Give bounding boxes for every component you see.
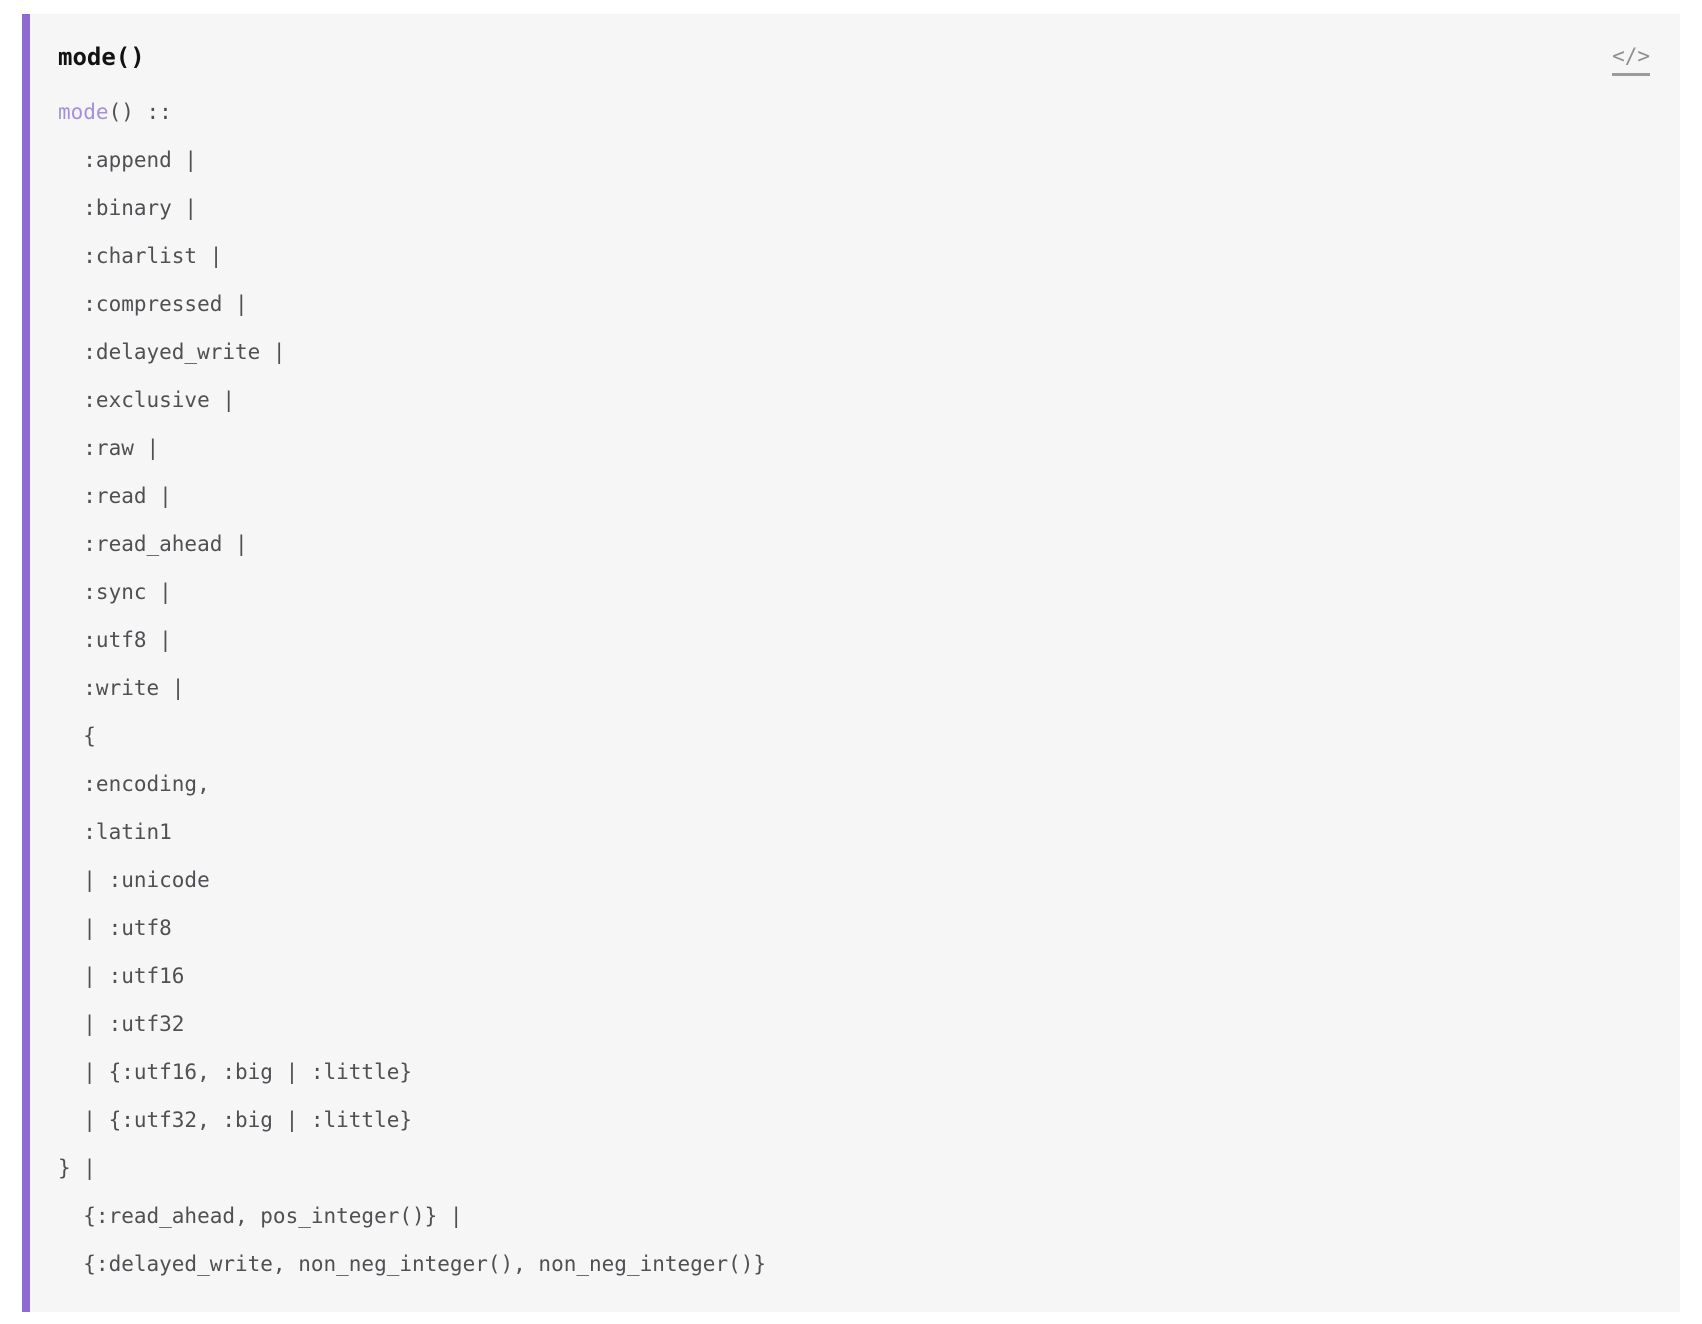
code-line: :compressed | [83,292,248,316]
code-line: :read_ahead | [83,532,248,556]
first-line-rest: () :: [108,100,172,124]
code-line: {:read_ahead, pos_integer()} | [83,1204,463,1228]
code-line: {:delayed_write, non_neg_integer(), non_… [83,1252,767,1276]
typespec-header: mode() </> [58,42,1650,76]
code-line: | :utf16 [83,964,185,988]
code-line: :binary | [83,196,198,220]
code-line: { [83,724,96,748]
code-line: } | [58,1156,96,1180]
code-line: | :utf32 [83,1012,185,1036]
code-line: mode() :: [58,100,172,124]
code-line: :utf8 | [83,628,172,652]
typespec-code-block: mode() :: :append | :binary | :charlist … [58,88,1650,1288]
typespec-detail-card: mode() </> mode() :: :append | :binary |… [22,14,1680,1312]
code-line: :exclusive | [83,388,236,412]
type-name-token[interactable]: mode [58,100,109,124]
view-source-link[interactable]: </> [1612,44,1650,76]
code-line: :raw | [83,436,160,460]
code-line: :charlist | [83,244,223,268]
code-line: :append | [83,148,198,172]
code-line: :latin1 [83,820,172,844]
code-line: | {:utf16, :big | :little} [83,1060,413,1084]
code-line: :delayed_write | [83,340,286,364]
code-line: :sync | [83,580,172,604]
typespec-title: mode() [58,43,145,71]
code-line: :write | [83,676,185,700]
code-line: :read | [83,484,172,508]
code-icon: </> [1612,44,1650,68]
code-line: :encoding, [83,772,210,796]
code-line: | :unicode [83,868,210,892]
code-lines: :append | :binary | :charlist | :compres… [58,148,766,1276]
code-line: | :utf8 [83,916,172,940]
typespec-code: mode() :: :append | :binary | :charlist … [58,100,766,1276]
code-line: | {:utf32, :big | :little} [83,1108,413,1132]
